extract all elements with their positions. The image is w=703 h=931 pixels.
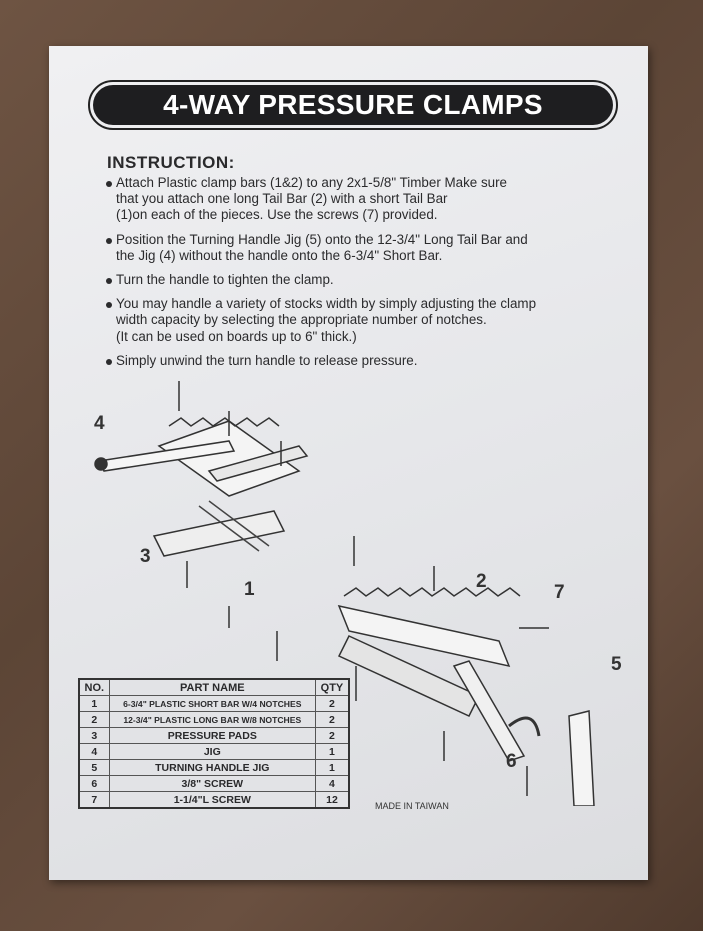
instruction-heading: INSTRUCTION: xyxy=(107,153,235,172)
cell-no: 7 xyxy=(78,791,110,809)
cell-part-name: PRESSURE PADS xyxy=(108,727,316,744)
cell-no: 2 xyxy=(78,711,110,728)
cell-qty: 4 xyxy=(314,775,350,792)
header-part-name: PART NAME xyxy=(108,678,316,696)
line: width capacity by selecting the appropri… xyxy=(116,312,487,328)
cell-no: 3 xyxy=(78,727,110,744)
header-qty: QTY xyxy=(314,678,350,696)
callout-2: 2 xyxy=(476,571,487,592)
line: You may handle a variety of stocks width… xyxy=(116,296,537,312)
cell-part-name: 3/8" SCREW xyxy=(108,775,316,792)
line: Turn the handle to tighten the clamp. xyxy=(116,272,334,288)
cell-no: 6 xyxy=(78,775,110,792)
instruction-item: You may handle a variety of stocks width… xyxy=(105,296,625,345)
cell-part-name: 12-3/4" PLASTIC LONG BAR W/8 NOTCHES xyxy=(108,711,316,728)
callout-7: 7 xyxy=(554,582,565,603)
cell-qty: 12 xyxy=(314,791,350,809)
cell-part-name: JIG xyxy=(108,743,316,760)
line: Position the Turning Handle Jig (5) onto… xyxy=(116,231,528,247)
cell-no: 5 xyxy=(78,759,110,776)
cell-qty: 1 xyxy=(314,743,350,760)
made-in-label: MADE IN TAIWAN xyxy=(375,801,449,811)
line: that you attach one long Tail Bar (2) wi… xyxy=(116,191,448,207)
instruction-list: Attach Plastic clamp bars (1&2) to any 2… xyxy=(105,175,625,377)
instruction-sheet: 4-WAY PRESSURE CLAMPS INSTRUCTION: Attac… xyxy=(49,46,648,880)
instruction-item: Simply unwind the turn handle to release… xyxy=(105,353,625,369)
callout-5: 5 xyxy=(611,654,622,675)
cell-qty: 2 xyxy=(314,695,350,712)
header-no: NO. xyxy=(78,678,110,696)
line: Attach Plastic clamp bars (1&2) to any 2… xyxy=(116,175,508,190)
long-bar-assembly xyxy=(337,536,595,806)
cell-qty: 2 xyxy=(314,711,350,728)
cell-qty: 1 xyxy=(314,759,350,776)
line: (1)on each of the pieces. Use the screws… xyxy=(116,207,438,223)
short-bar-assembly xyxy=(94,381,309,661)
callout-4: 4 xyxy=(94,413,105,434)
callout-1: 1 xyxy=(244,579,255,600)
table-header-row: NO. PART NAME QTY xyxy=(78,678,350,696)
cell-no: 4 xyxy=(78,743,110,760)
callout-6: 6 xyxy=(506,751,517,772)
cell-qty: 2 xyxy=(314,727,350,744)
instruction-item: Position the Turning Handle Jig (5) onto… xyxy=(105,232,625,264)
callout-3: 3 xyxy=(140,546,151,567)
line: the Jig (4) without the handle onto the … xyxy=(116,247,443,263)
line: Simply unwind the turn handle to release… xyxy=(116,352,418,368)
instruction-item: Attach Plastic clamp bars (1&2) to any 2… xyxy=(105,175,625,224)
cell-part-name: TURNING HANDLE JIG xyxy=(108,759,316,776)
clamp-assembly-illustration xyxy=(94,381,595,806)
instruction-item: Turn the handle to tighten the clamp. xyxy=(105,272,625,288)
cell-part-name: 6-3/4" PLASTIC SHORT BAR W/4 NOTCHES xyxy=(108,695,316,712)
title: 4-WAY PRESSURE CLAMPS xyxy=(93,85,613,125)
cell-part-name: 1-1/4"L SCREW xyxy=(108,791,316,809)
line: (It can be used on boards up to 6" thick… xyxy=(116,328,357,344)
title-banner: 4-WAY PRESSURE CLAMPS xyxy=(88,80,618,130)
cell-no: 1 xyxy=(78,695,110,712)
